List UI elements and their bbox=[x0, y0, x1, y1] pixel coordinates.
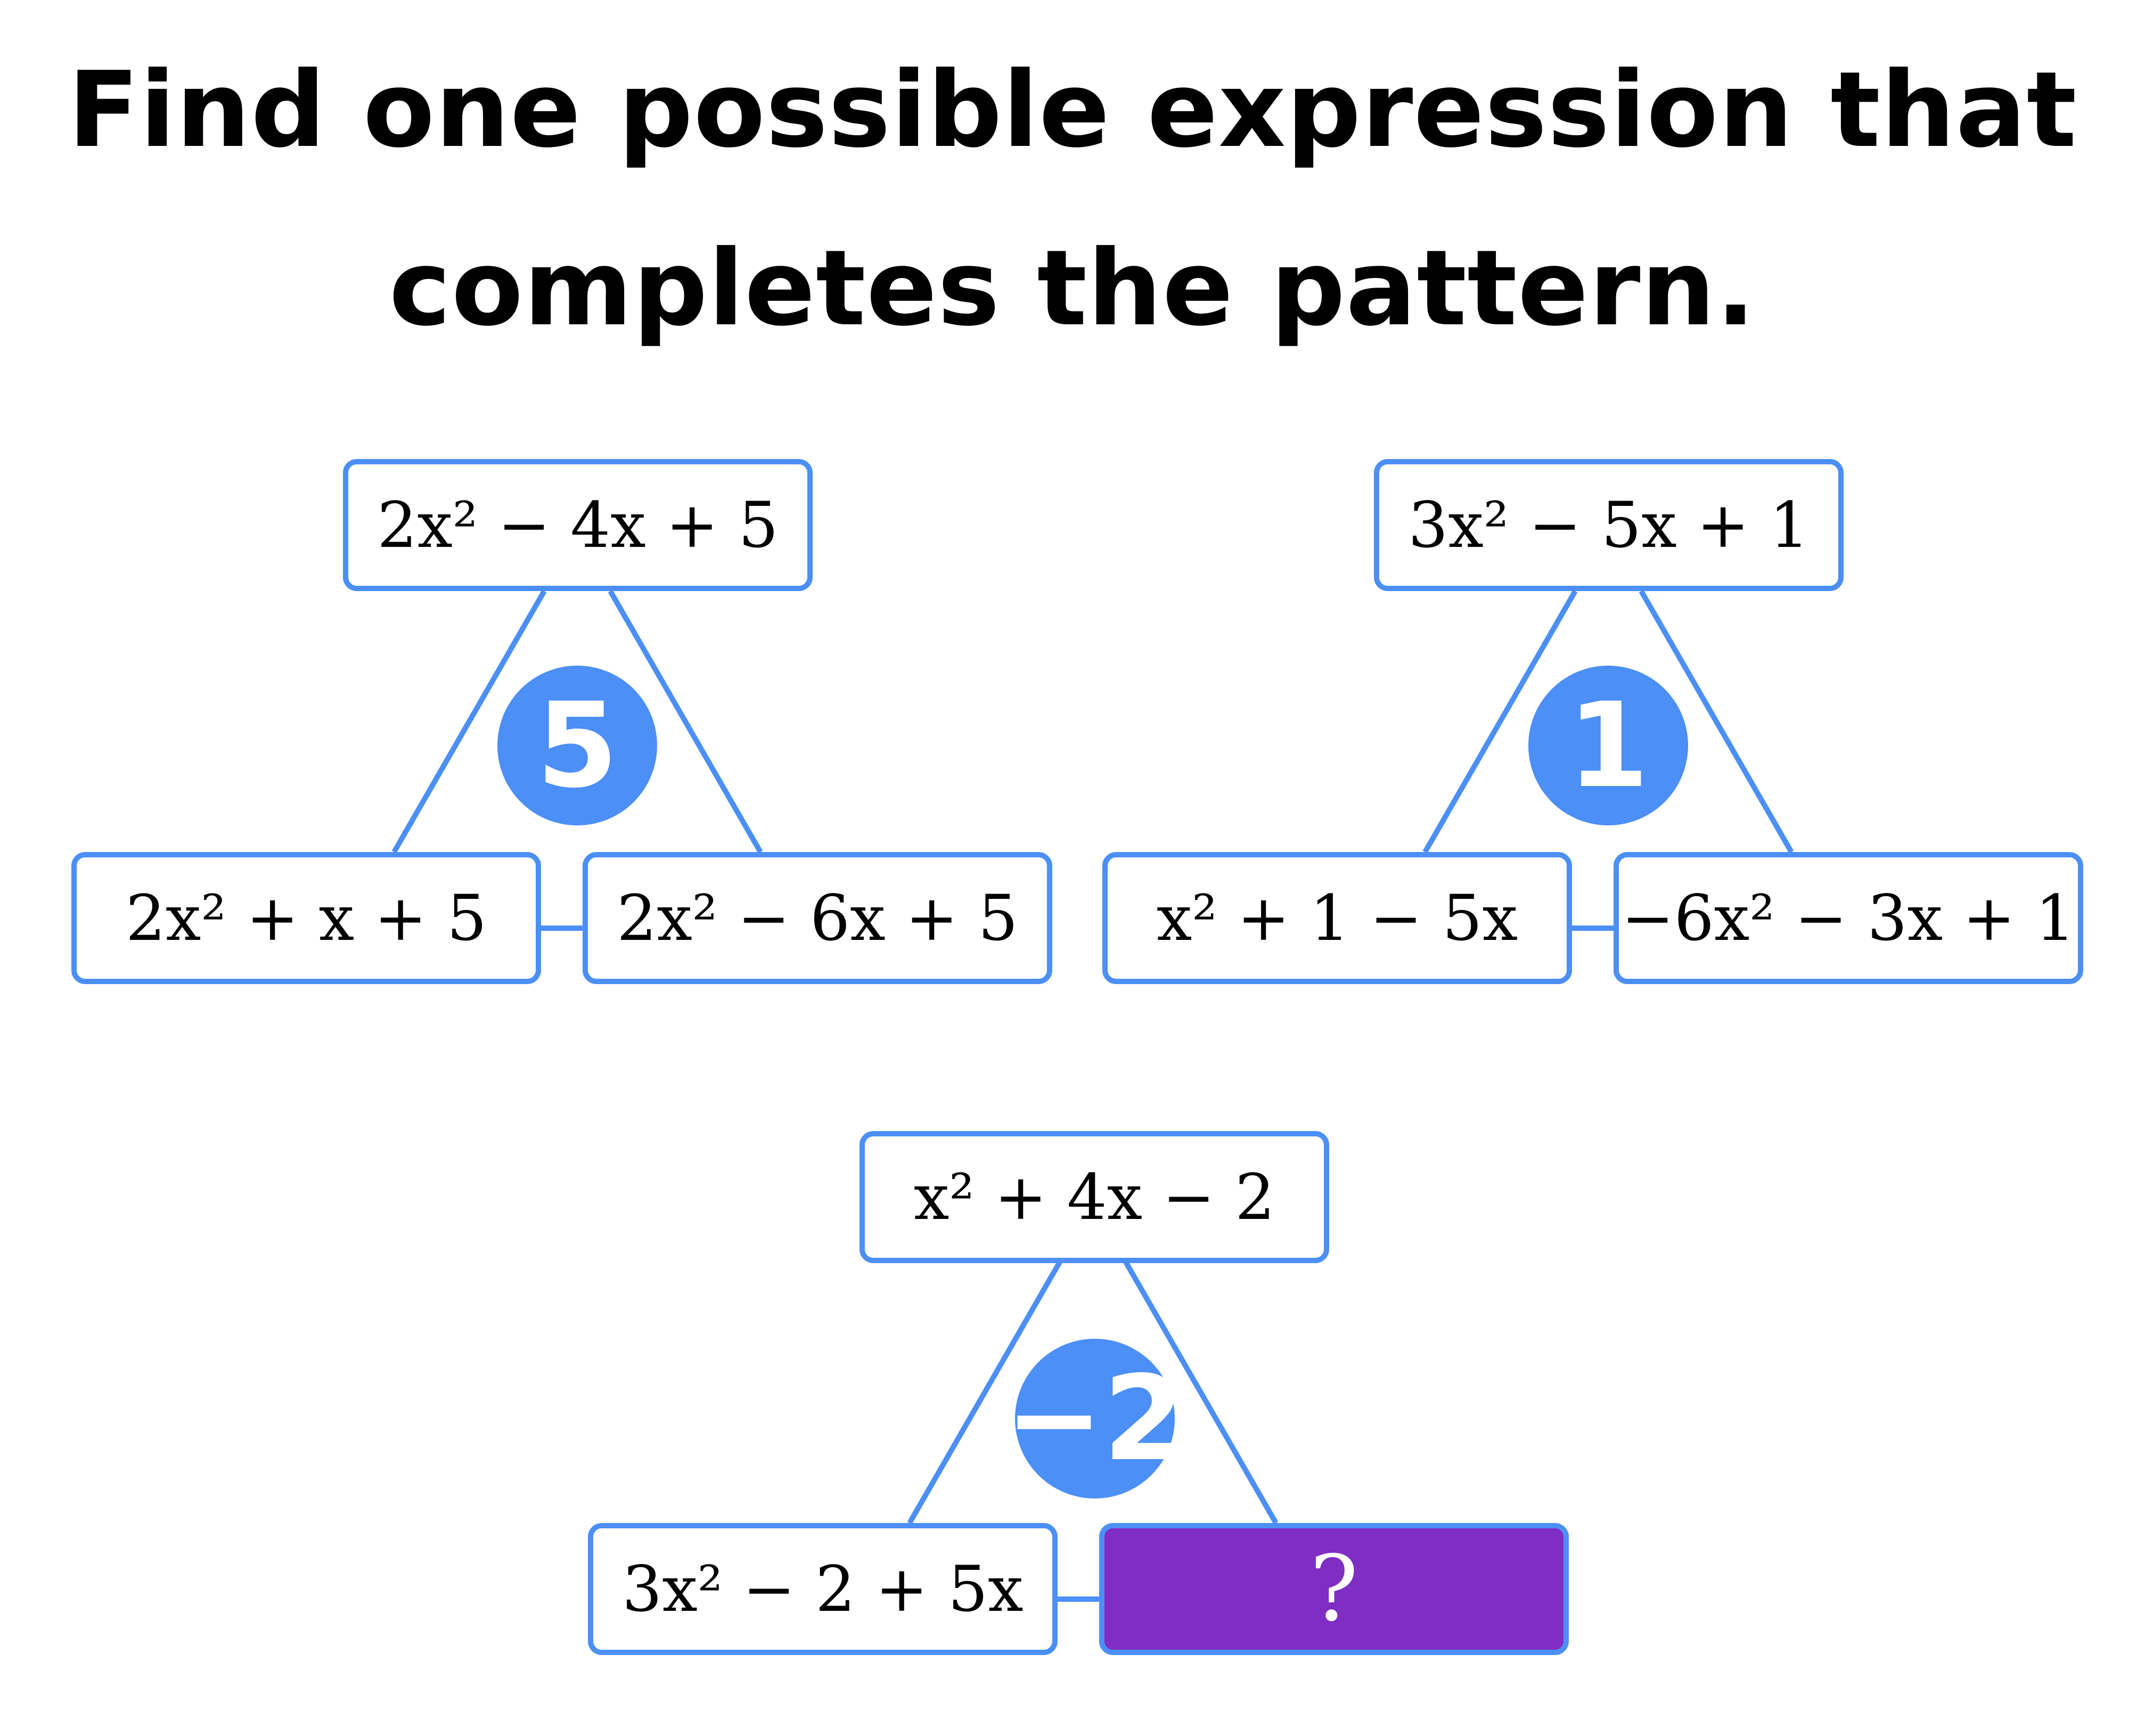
pyramid-2-top-expression: 3x² − 5x + 1 bbox=[1374, 459, 1844, 591]
pyramid-1-right-expression: 2x² − 6x + 5 bbox=[583, 852, 1052, 984]
pyramid-2-left-leg bbox=[1422, 589, 1578, 854]
pyramid-1-right-text: 2x² − 6x + 5 bbox=[617, 881, 1018, 955]
pyramid-1-left-expression: 2x² + x + 5 bbox=[71, 852, 541, 984]
pyramid-2-top-text: 3x² − 5x + 1 bbox=[1408, 488, 1810, 562]
pyramid-2-right-leg bbox=[1639, 589, 1794, 854]
missing-expression-placeholder: ? bbox=[1309, 1536, 1358, 1642]
pyramid-3-top-expression: x² + 4x − 2 bbox=[859, 1131, 1329, 1263]
pyramid-1-left-text: 2x² + x + 5 bbox=[125, 881, 487, 955]
question-title: Find one possible expression that comple… bbox=[0, 21, 2145, 378]
pyramid-2-center-number: 1 bbox=[1528, 666, 1688, 825]
pyramid-2-right-expression: −6x² − 3x + 1 bbox=[1614, 852, 2083, 984]
pyramid-3-left-expression: 3x² − 2 + 5x bbox=[588, 1523, 1058, 1655]
pyramid-3-left-leg bbox=[907, 1260, 1062, 1525]
pyramid-1-left-leg bbox=[391, 589, 547, 854]
pyramid-3-center-number: −2 bbox=[1005, 1339, 1185, 1498]
pyramid-1-top-expression: 2x² − 4x + 5 bbox=[343, 459, 813, 591]
pyramid-1-center-number: 5 bbox=[497, 666, 657, 825]
pyramid-3-center-text: −2 bbox=[1005, 1350, 1185, 1487]
pyramid-2-left-text: x² + 1 − 5x bbox=[1156, 881, 1518, 955]
missing-expression-answer-box[interactable]: ? bbox=[1099, 1523, 1569, 1655]
pyramid-1-right-leg bbox=[608, 589, 763, 854]
pyramid-3-left-text: 3x² − 2 + 5x bbox=[622, 1552, 1024, 1626]
pyramid-2-right-text: −6x² − 3x + 1 bbox=[1621, 881, 2076, 955]
pyramid-1-top-text: 2x² − 4x + 5 bbox=[377, 488, 779, 562]
pyramid-3-right-leg bbox=[1123, 1260, 1279, 1525]
pyramid-3-top-text: x² + 4x − 2 bbox=[913, 1160, 1275, 1234]
pyramid-2-left-expression: x² + 1 − 5x bbox=[1102, 852, 1572, 984]
question-title-line2: completes the pattern. bbox=[389, 228, 1756, 349]
pyramid-2-center-text: 1 bbox=[1567, 677, 1649, 814]
question-title-line1: Find one possible expression that bbox=[68, 50, 2077, 171]
pyramid-1-center-text: 5 bbox=[536, 677, 618, 814]
